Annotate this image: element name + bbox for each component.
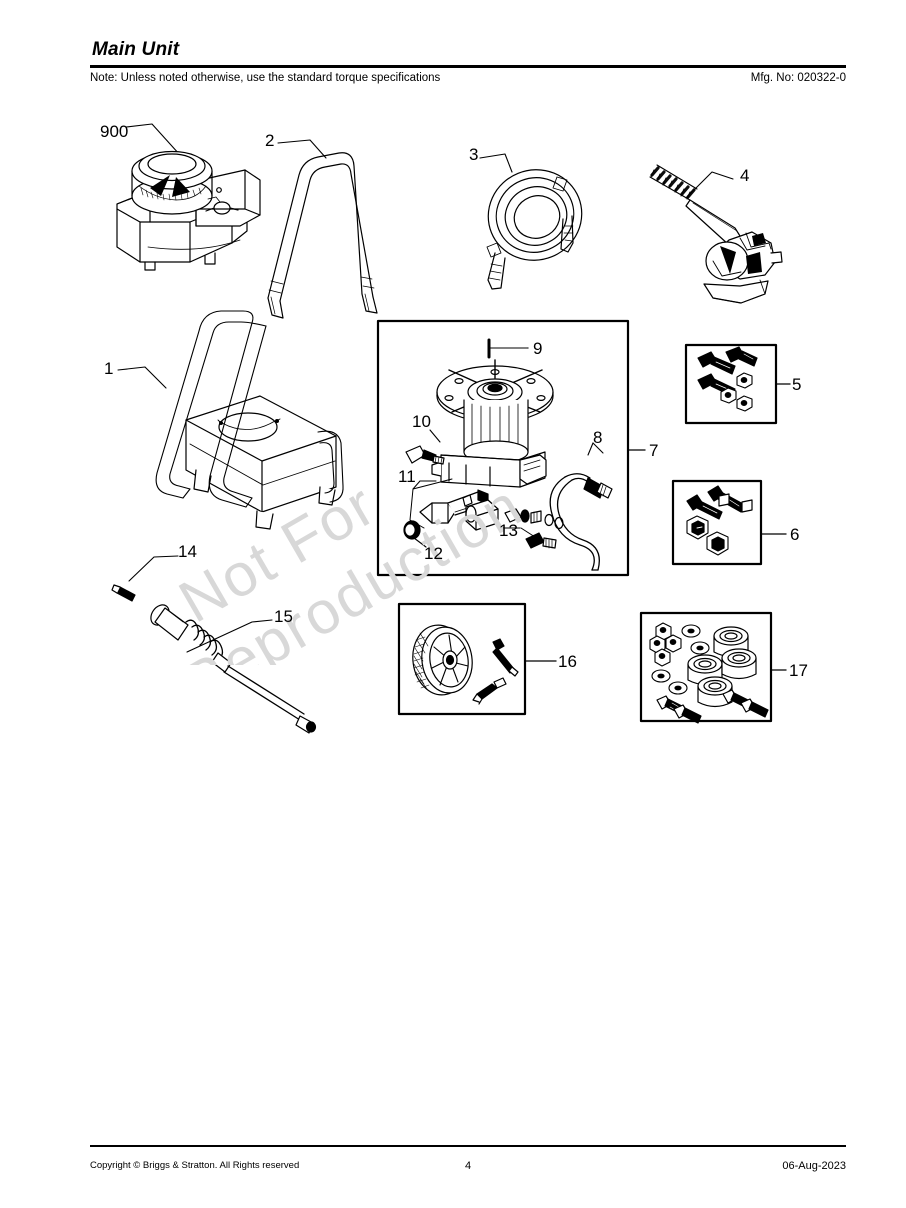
callout-5: 5 (792, 375, 801, 394)
torque-note: Note: Unless noted otherwise, use the st… (90, 71, 441, 84)
hardware-kit-6 (671, 479, 787, 566)
page-number: 4 (464, 1159, 472, 1172)
handle (267, 139, 378, 319)
callout-11: 11 (398, 467, 416, 486)
frame-base-assembly (117, 310, 344, 530)
callout-3: 3 (469, 145, 478, 164)
mfg-number: Mfg. No: 020322-0 (750, 71, 846, 84)
callout-17: 17 (789, 661, 808, 680)
callout-15: 15 (274, 607, 293, 626)
footer-divider (90, 1145, 846, 1147)
callout-16: 16 (558, 652, 577, 671)
callout-4: 4 (740, 166, 749, 185)
nozzle-pin (111, 555, 179, 602)
spray-gun (649, 164, 783, 304)
engine-assembly (116, 123, 261, 271)
callout-900: 900 (100, 122, 128, 141)
hardware-kit-5 (684, 343, 791, 425)
spray-lance (150, 604, 317, 734)
header-note-row: Note: Unless noted otherwise, use the st… (90, 72, 846, 84)
page-title: Main Unit (92, 39, 180, 60)
page-footer: Copyright © Briggs & Stratton. All Right… (90, 1145, 846, 1174)
title-divider (90, 64, 846, 68)
wheel-kit (397, 602, 557, 716)
page-header: Main Unit Note: Unless noted otherwise, … (90, 39, 846, 84)
callout-1: 1 (104, 359, 113, 378)
callout-13: 13 (499, 521, 518, 540)
callout-12: 12 (424, 544, 443, 563)
high-pressure-hose (479, 153, 583, 290)
callout-9: 9 (533, 339, 542, 358)
callout-7: 7 (649, 441, 658, 460)
copyright-text: Copyright © Briggs & Stratton. All Right… (90, 1159, 300, 1171)
isolator-hardware-kit (639, 611, 787, 724)
callout-8: 8 (593, 428, 602, 447)
callout-6: 6 (790, 525, 799, 544)
callout-2: 2 (265, 131, 274, 150)
callout-14: 14 (178, 542, 197, 561)
document-date: 06-Aug-2023 (782, 1159, 846, 1172)
pump-assembly (403, 338, 613, 571)
callout-10: 10 (412, 412, 431, 431)
